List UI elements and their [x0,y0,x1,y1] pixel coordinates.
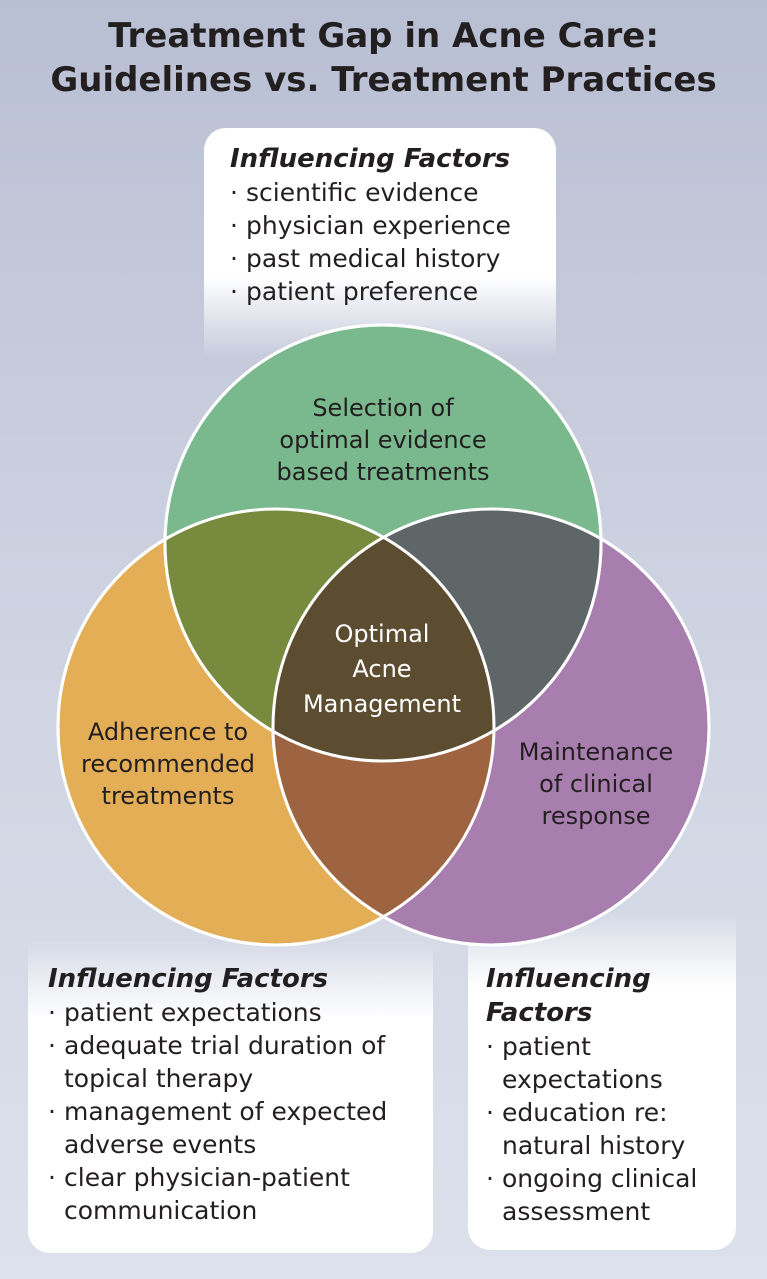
left-label-line: recommended [81,750,255,778]
title-line-2: Guidelines vs. Treatment Practices [50,60,717,100]
right-circle-outline [271,507,711,947]
right-circle-label: Maintenance of clinical response [494,736,698,832]
top-label-line: Selection of [312,394,454,422]
top-factor-item: patient preference [230,275,511,308]
left-factors-list: patient expectations adequate trial dura… [48,996,428,1227]
top-factors-heading: Influencing Factors [230,144,511,174]
center-label-line: Optimal [334,620,430,648]
left-label-line: treatments [101,782,235,810]
center-label-line: Management [302,690,462,718]
top-circle-outline [163,323,603,763]
center-overlap [273,509,494,761]
diagram-title: Treatment Gap in Acne Care: Guidelines v… [0,14,767,102]
top-factors-list: scientific evidence physician experience… [230,176,511,308]
top-factor-item: scientific evidence [230,176,511,209]
left-factor-item: adequate trial duration of topical thera… [48,1029,428,1095]
title-line-1: Treatment Gap in Acne Care: [108,16,659,56]
top-factor-item: past medical history [230,242,511,275]
left-circle-label: Adherence to recommended treatments [64,716,272,812]
center-label: Optimal Acne Management [282,617,482,722]
right-factor-item: education re: natural history [486,1096,726,1162]
right-factor-item: ongoing clinical assessment [486,1162,726,1228]
top-factor-item: physician experience [230,209,511,242]
left-circle-outline [56,507,496,947]
top-circle-label: Selection of optimal evidence based trea… [230,392,536,488]
left-factors-box: Influencing Factors patient expectations… [28,940,433,1253]
center-label-line: Acne [352,655,412,683]
left-factors-heading: Influencing Factors [48,964,329,994]
right-factors-heading: Influencing Factors [486,964,651,1028]
right-label-line: response [541,802,651,830]
right-factors-list: patient expectations education re: natur… [486,1030,726,1228]
right-factor-item: patient expectations [486,1030,726,1096]
left-label-line: Adherence to [87,718,249,746]
right-label-line: of clinical [539,770,653,798]
top-label-line: based treatments [276,458,490,486]
right-factors-box: Influencing Factors patient expectations… [468,912,736,1250]
left-factor-item: management of expected adverse events [48,1095,428,1161]
left-factor-item: clear physician-patient communication [48,1161,428,1227]
left-factor-item: patient expectations [48,996,428,1029]
top-label-line: optimal evidence [279,426,487,454]
right-label-line: Maintenance [518,738,674,766]
top-factors-box: Influencing Factors scientific evidence … [204,128,556,358]
